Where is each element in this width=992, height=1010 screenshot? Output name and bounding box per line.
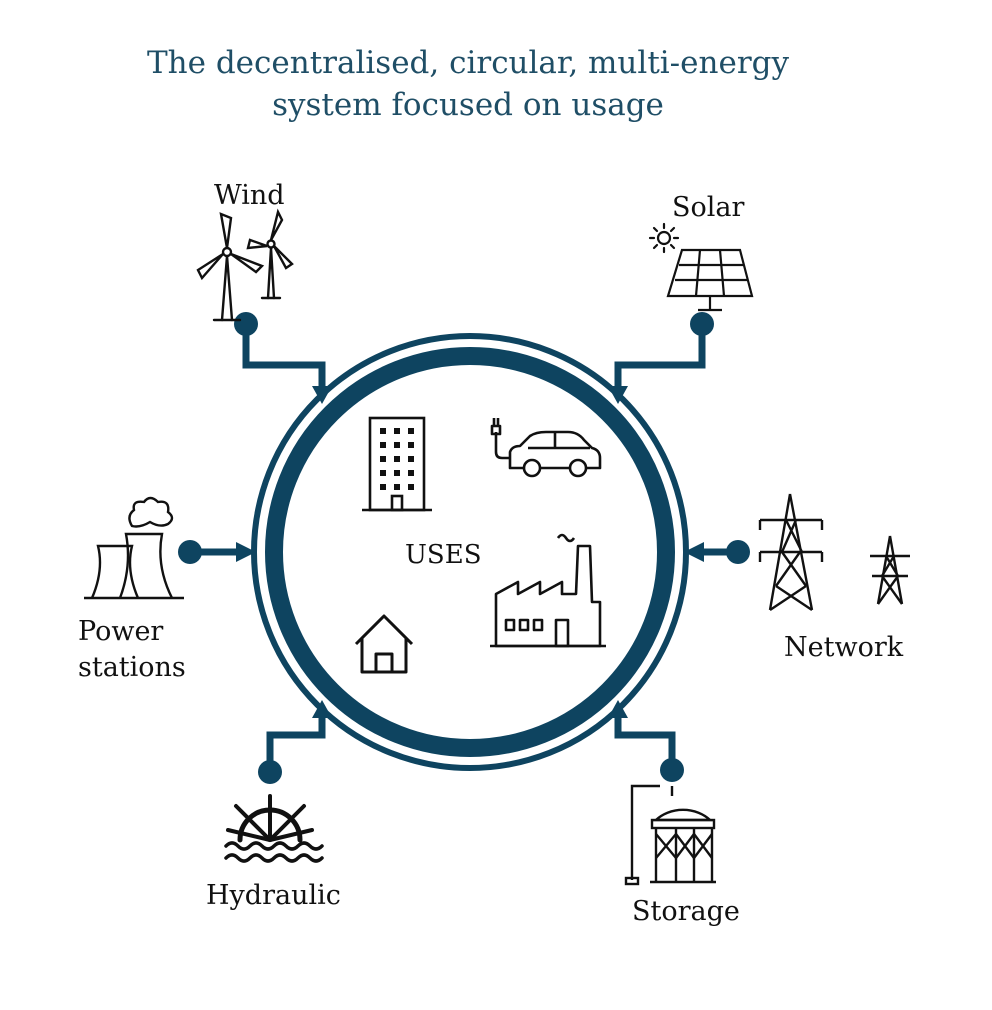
power-dot xyxy=(178,540,202,564)
wind-connector xyxy=(242,324,326,392)
wind-dot xyxy=(234,312,258,336)
hydraulic-arrow xyxy=(312,700,332,718)
network-arrow xyxy=(684,542,704,562)
connectors xyxy=(190,324,738,772)
solar-arrow xyxy=(608,386,628,404)
power-station-icon xyxy=(84,496,184,600)
house-icon xyxy=(354,614,414,674)
hydraulic-wheel-icon xyxy=(224,794,324,863)
solar-panel-icon xyxy=(648,222,754,312)
network-pylon-icon xyxy=(758,493,910,611)
storage-dot xyxy=(660,758,684,782)
network-label: Network xyxy=(784,632,904,663)
solar-dot xyxy=(690,312,714,336)
storage-label: Storage xyxy=(632,896,740,927)
uses-label: USES xyxy=(405,540,482,570)
power-stations-label: Power stations xyxy=(78,614,186,686)
network-dot xyxy=(726,540,750,564)
hydraulic-connector xyxy=(266,712,326,772)
solar-label: Solar xyxy=(672,192,745,223)
hydraulic-dot xyxy=(258,760,282,784)
connector-dots xyxy=(178,312,750,784)
wind-label: Wind xyxy=(214,180,285,211)
office-building-icon xyxy=(362,416,432,512)
storage-connector xyxy=(614,712,676,770)
connector-arrows xyxy=(236,386,704,718)
wind-arrow xyxy=(312,386,332,404)
hydraulic-label: Hydraulic xyxy=(206,880,341,911)
storage-tank-icon xyxy=(624,784,716,886)
solar-connector xyxy=(614,324,706,392)
wind-turbine-icon xyxy=(196,208,294,322)
title-line-1: The decentralised, circular, multi-energ… xyxy=(147,45,789,81)
diagram-title: The decentralised, circular, multi-energ… xyxy=(0,42,936,126)
factory-icon xyxy=(490,533,606,648)
power-arrow xyxy=(236,542,256,562)
title-line-2: system focused on usage xyxy=(272,87,664,123)
power-stations-line-2: stations xyxy=(78,652,186,683)
electric-car-icon xyxy=(490,418,602,478)
storage-arrow xyxy=(608,700,628,718)
power-stations-line-1: Power xyxy=(78,616,164,647)
